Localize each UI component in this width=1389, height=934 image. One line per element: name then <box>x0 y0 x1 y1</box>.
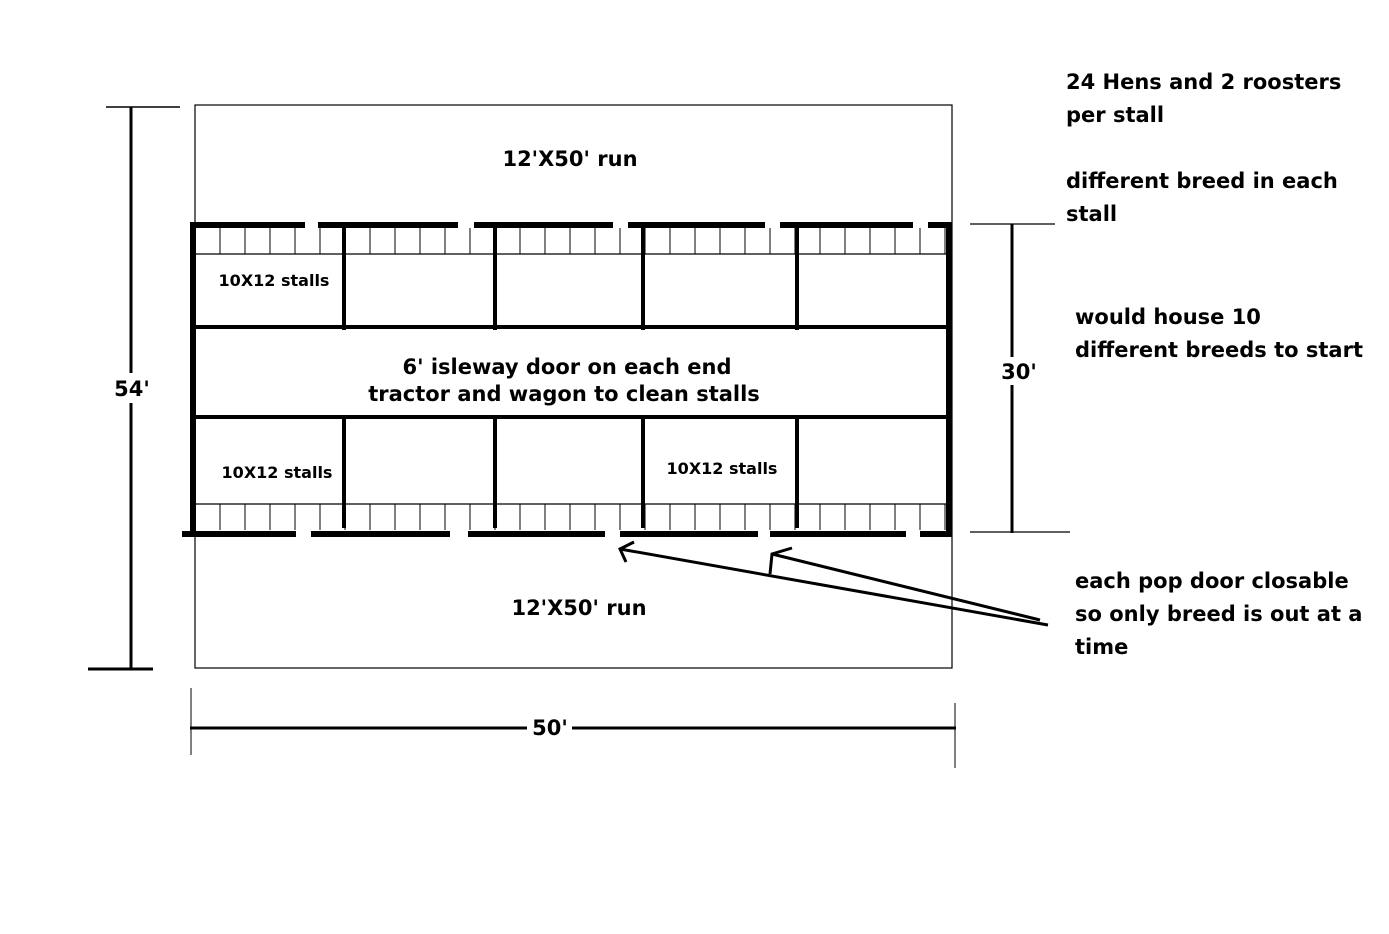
stall-label-top-left: 10X12 stalls <box>219 271 330 290</box>
aisle-line-2: tractor and wagon to clean stalls <box>368 382 760 406</box>
coop-building <box>182 222 952 537</box>
stall-label-bottom-left: 10X12 stalls <box>222 463 333 482</box>
stall-label-bottom-mid: 10X12 stalls <box>667 459 778 478</box>
note-4-line-1: each pop door closable <box>1075 569 1349 593</box>
note-1-line-2: per stall <box>1066 103 1164 127</box>
note-4-line-3: time <box>1075 635 1128 659</box>
note-3-line-2: different breeds to start <box>1075 338 1363 362</box>
aisle-line-1: 6' isleway door on each end <box>402 355 731 379</box>
pop-door-arrows <box>618 540 1049 627</box>
note-2-line-2: stall <box>1066 202 1117 226</box>
dimension-50 <box>190 688 956 768</box>
dimension-54-label: 54' <box>114 377 150 401</box>
note-2-line-1: different breed in each <box>1066 169 1338 193</box>
note-1-line-1: 24 Hens and 2 roosters <box>1066 70 1341 94</box>
dimension-30-label: 30' <box>1001 360 1037 384</box>
dimension-54 <box>88 106 180 671</box>
top-run-label: 12'X50' run <box>502 147 637 171</box>
dimension-30 <box>970 223 1070 533</box>
note-3-line-1: would house 10 <box>1075 305 1261 329</box>
bottom-run-label: 12'X50' run <box>511 596 646 620</box>
note-4-line-2: so only breed is out at a <box>1075 602 1362 626</box>
dimension-50-label: 50' <box>532 716 568 740</box>
